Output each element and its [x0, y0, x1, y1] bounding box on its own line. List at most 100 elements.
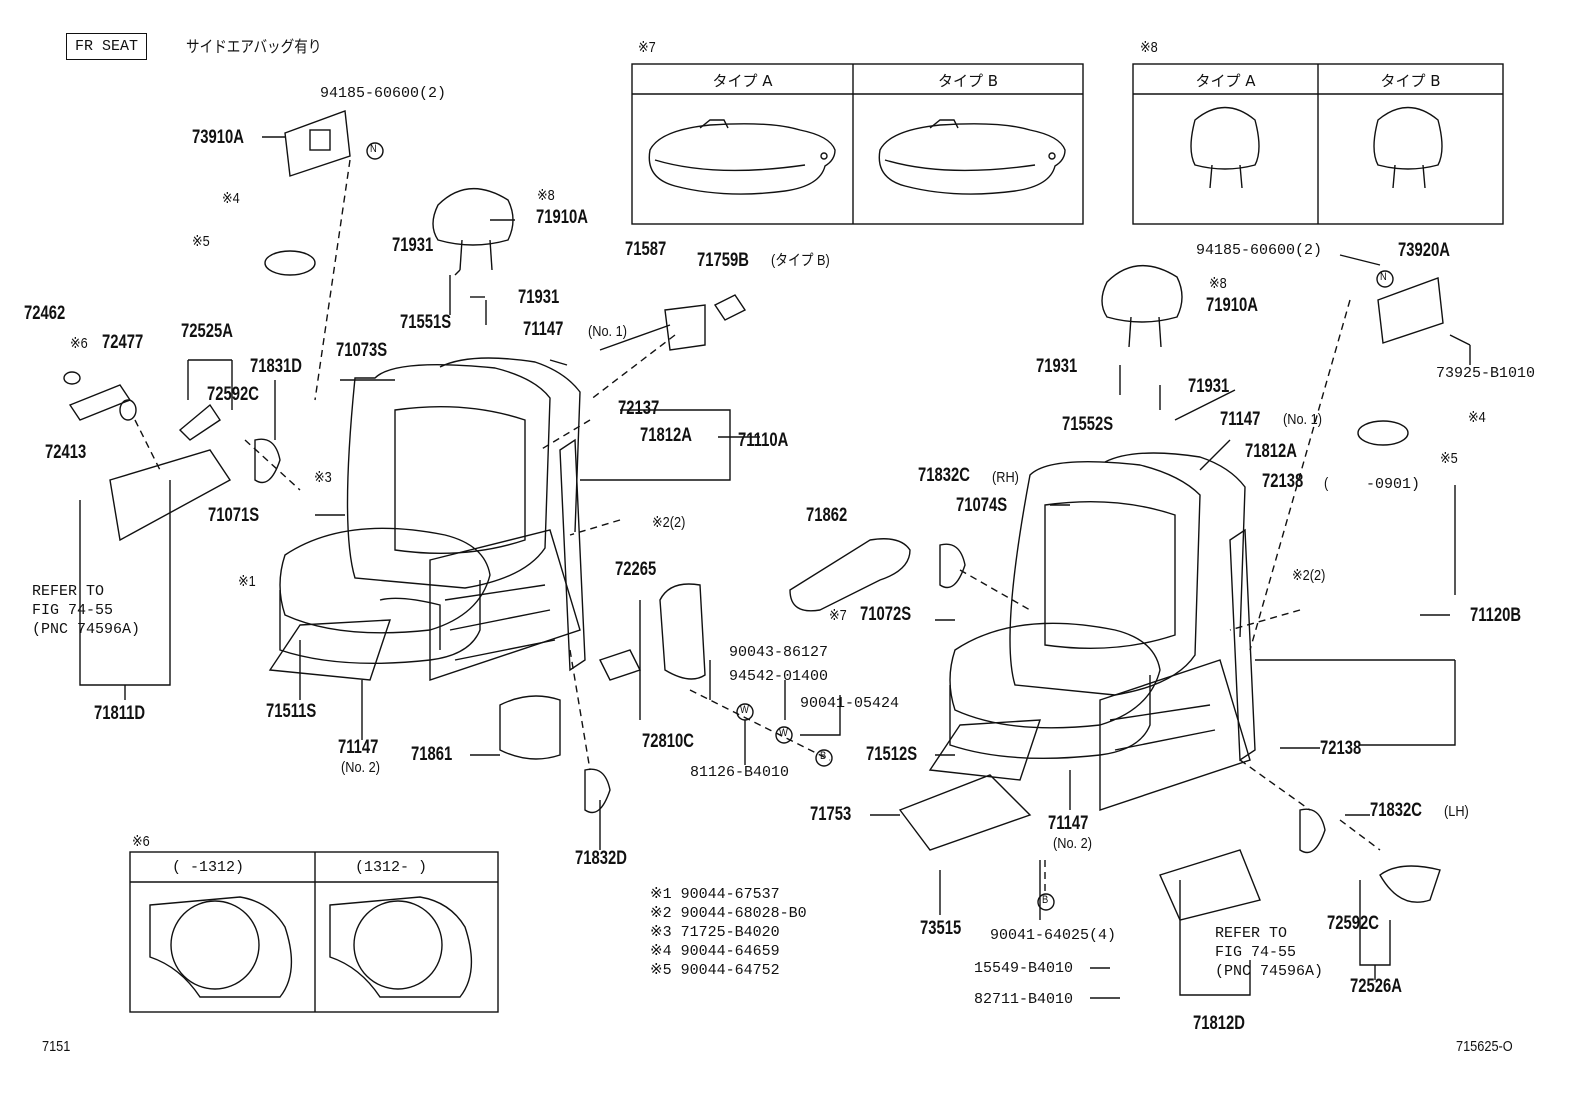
- mark-6-left: ※6: [70, 335, 88, 352]
- part-71812A-left: 71812A: [640, 425, 692, 446]
- panel6-mark: ※6: [132, 833, 150, 850]
- callout-w-2: W: [779, 727, 788, 739]
- panel-8-table: [1132, 63, 1504, 225]
- footer-right: 715625-O: [1456, 1038, 1513, 1055]
- callout-b-1: B: [820, 750, 827, 762]
- part-90041-64025: 90041-64025(4): [990, 927, 1117, 944]
- part-71759B-note: (タイプ B): [771, 252, 830, 269]
- part-71120B: 71120B: [1470, 605, 1522, 626]
- panel6-col-b: (1312- ): [355, 859, 428, 876]
- part-71861: 71861: [411, 744, 453, 765]
- part-72526A: 72526A: [1350, 976, 1402, 997]
- part-71587: 71587: [625, 239, 667, 260]
- no2-left: (No. 2): [341, 759, 380, 776]
- part-71147-no1: 71147: [523, 319, 564, 340]
- part-90041-05424: 90041-05424: [800, 695, 900, 712]
- mark-8-right: ※8: [1209, 275, 1227, 292]
- panel-7-table: [631, 63, 1084, 225]
- part-71147-no2-left: 71147: [338, 737, 379, 758]
- mark-2-left: ※2(2): [652, 514, 686, 531]
- part-94185-left: 94185-60600(2): [320, 85, 447, 102]
- part-71812A-right: 71812A: [1245, 441, 1297, 462]
- part-73515: 73515: [920, 918, 962, 939]
- circle-callouts: [366, 142, 1394, 911]
- part-71110A: 71110A: [738, 430, 789, 451]
- part-71931-d: 71931: [1188, 376, 1230, 397]
- part-71147-no2-right: 71147: [1048, 813, 1089, 834]
- part-71074S: 71074S: [956, 495, 1008, 516]
- subtitle: サイドエアバッグ有り: [186, 39, 322, 56]
- part-94542: 94542-01400: [729, 668, 829, 685]
- lh-note: (LH): [1444, 803, 1469, 820]
- part-71073S: 71073S: [336, 340, 388, 361]
- part-72138-b: 72138: [1320, 738, 1362, 759]
- part-72462: 72462: [24, 303, 66, 324]
- part-72413: 72413: [45, 442, 87, 463]
- panel7-type-b: タイプ B: [937, 72, 999, 90]
- part-81126: 81126-B4010: [690, 764, 790, 781]
- note-5: ※5 90044-64752: [650, 962, 780, 979]
- right-seat-drawing: [928, 452, 1256, 811]
- part-72592C-right: 72592C: [1327, 913, 1379, 934]
- note-3: ※3 71725-B4020: [650, 924, 780, 941]
- paren-open: (: [1324, 475, 1329, 492]
- dashed-lines: [134, 159, 1381, 895]
- panel8-type-b: タイプ B: [1380, 72, 1441, 90]
- panel7-type-a: タイプ A: [712, 72, 773, 90]
- part-72592C-left: 72592C: [207, 384, 259, 405]
- part-71811D: 71811D: [94, 703, 146, 724]
- part-71512S: 71512S: [866, 744, 918, 765]
- part-72810C: 72810C: [642, 731, 694, 752]
- mark-2-right: ※2(2): [1292, 567, 1326, 584]
- panel-6-table: [129, 851, 499, 1013]
- part-73925: 73925-B1010: [1436, 365, 1536, 382]
- no1-right: (No. 1): [1283, 411, 1322, 428]
- mark-3: ※3: [314, 469, 332, 486]
- part-72138-a: 72138: [1262, 471, 1304, 492]
- part-71832C-lh: 71832C: [1370, 800, 1422, 821]
- note-2: ※2 90044-68028-B0: [650, 905, 807, 922]
- part-71072S: 71072S: [860, 604, 912, 625]
- mark-5-right: ※5: [1440, 450, 1458, 467]
- part-71910A-left: 71910A: [536, 207, 588, 228]
- note-1: ※1 90044-67537: [650, 886, 780, 903]
- left-seat-drawing: [268, 357, 586, 681]
- rh-note: (RH): [992, 469, 1019, 486]
- part-71552S: 71552S: [1062, 414, 1114, 435]
- part-71831D: 71831D: [250, 356, 302, 377]
- no1-left: (No. 1): [588, 323, 627, 340]
- part-90043: 90043-86127: [729, 644, 829, 661]
- part-71862: 71862: [806, 505, 848, 526]
- part-71551S: 71551S: [400, 312, 452, 333]
- mark-4-right: ※4: [1468, 409, 1486, 426]
- part-72265: 72265: [615, 559, 657, 580]
- part-72137: 72137: [618, 398, 660, 419]
- part-73910A: 73910A: [192, 127, 244, 148]
- refer-right: REFER TO FIG 74-55 (PNC 74596A): [1215, 925, 1324, 980]
- panel8-type-a: タイプ A: [1195, 72, 1256, 90]
- callout-n-right: N: [1380, 271, 1387, 283]
- panel8-mark: ※8: [1140, 39, 1158, 56]
- part-71931-b: 71931: [518, 287, 560, 308]
- part-71931-a: 71931: [392, 235, 434, 256]
- mark-1: ※1: [238, 573, 256, 590]
- part-0901: -0901): [1366, 476, 1421, 493]
- part-71147-no1-right: 71147: [1220, 409, 1261, 430]
- headrests: [432, 188, 1183, 410]
- part-71910A-right: 71910A: [1206, 295, 1258, 316]
- part-71071S: 71071S: [208, 505, 260, 526]
- mark-7: ※7: [829, 607, 847, 624]
- callout-w-1: W: [740, 704, 749, 716]
- part-71931-c: 71931: [1036, 356, 1078, 377]
- callout-b-2: B: [1042, 894, 1049, 906]
- panel6-col-a: ( -1312): [172, 859, 245, 876]
- panel7-mark: ※7: [638, 39, 656, 56]
- mark-4-left: ※4: [222, 190, 240, 207]
- part-71511S: 71511S: [266, 701, 317, 722]
- footer-left: 7151: [42, 1038, 71, 1055]
- part-94185-right: 94185-60600(2): [1196, 242, 1323, 259]
- part-71832C-rh: 71832C: [918, 465, 970, 486]
- note-4: ※4 90044-64659: [650, 943, 780, 960]
- leader-lines: [79, 136, 1471, 999]
- refer-left: REFER TO FIG 74-55 (PNC 74596A): [32, 583, 141, 638]
